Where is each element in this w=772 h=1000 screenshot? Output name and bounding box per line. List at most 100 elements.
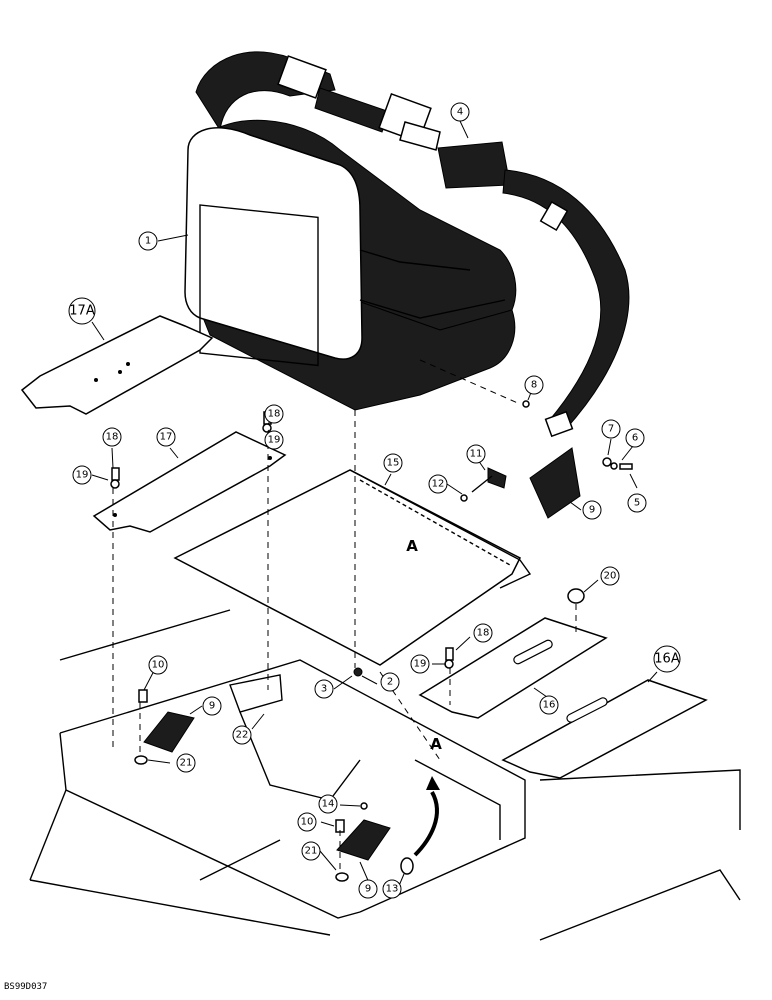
- callout-label: 18: [268, 409, 281, 420]
- callout-bubble: 9: [582, 500, 602, 520]
- callout-bubble: 3: [314, 679, 334, 699]
- callout-circle: [450, 102, 470, 122]
- callout-bubble: 6: [625, 428, 645, 448]
- callout-circle: [539, 695, 559, 715]
- callout-label: 9: [589, 505, 595, 516]
- callout-bubble: 20: [600, 566, 620, 586]
- callout-circle: [314, 679, 334, 699]
- callout-circle: [627, 493, 647, 513]
- callout-circle: [232, 725, 252, 745]
- plate-16-illustration: [418, 617, 608, 719]
- plate-17-illustration: [92, 431, 287, 533]
- callout-label: 17A: [69, 304, 95, 319]
- callout-bubble: 15: [383, 453, 403, 473]
- callout-label: 10: [301, 817, 314, 828]
- callout-circle: [264, 404, 284, 424]
- callout-bubble: 10: [148, 655, 168, 675]
- callout-circle: [264, 430, 284, 450]
- callout-bubble: 22: [232, 725, 252, 745]
- callout-bubble: 13: [382, 879, 402, 899]
- callout-circle: [68, 297, 96, 325]
- callout-label: 21: [305, 846, 318, 857]
- callout-circle: [102, 427, 122, 447]
- section-label: A: [430, 735, 442, 753]
- callout-circle: [72, 465, 92, 485]
- callout-circle: [383, 453, 403, 473]
- callout-bubble: 10: [297, 812, 317, 832]
- callout-label: 21: [180, 758, 193, 769]
- callout-bubble: 19: [410, 654, 430, 674]
- callout-label: 17: [160, 432, 173, 443]
- callout-bubble: 5: [627, 493, 647, 513]
- callout-bubble: 8: [524, 375, 544, 395]
- callout-bubble: 19: [72, 465, 92, 485]
- callout-label: 9: [209, 701, 215, 712]
- callout-label: 18: [106, 432, 119, 443]
- callout-label: 10: [152, 660, 165, 671]
- section-label-layer: AA: [406, 537, 442, 753]
- callout-circle: [318, 794, 338, 814]
- callout-bubble: 12: [428, 474, 448, 494]
- callout-circle: [358, 879, 378, 899]
- callout-bubble: 17: [156, 427, 176, 447]
- assembly-dashed-lines: [112, 359, 577, 872]
- callout-bubble: 9: [202, 696, 222, 716]
- callout-circle: [653, 645, 681, 673]
- seat-back-panel: [199, 204, 319, 367]
- callout-bubble: 1: [138, 231, 158, 251]
- callout-label: 6: [632, 433, 638, 444]
- callout-label: 8: [531, 380, 537, 391]
- seat-belt-illustration: [195, 51, 630, 438]
- callout-bubble: 14: [318, 794, 338, 814]
- callout-circle: [410, 654, 430, 674]
- callout-bubble: 21: [301, 841, 321, 861]
- callout-circle: [625, 428, 645, 448]
- callout-bubble: 18: [473, 623, 493, 643]
- callout-bubble: 11: [466, 444, 486, 464]
- figure-code: BS99D037: [4, 982, 48, 992]
- callout-circle: [156, 427, 176, 447]
- callout-bubble: 18: [102, 427, 122, 447]
- plate-16a-illustration: [501, 679, 708, 779]
- callout-label: 11: [470, 449, 483, 460]
- callout-circle: [428, 474, 448, 494]
- callout-bubble: 2: [380, 672, 400, 692]
- callout-label: 16: [543, 700, 556, 711]
- callout-circle: [202, 696, 222, 716]
- callout-label: 12: [432, 479, 445, 490]
- callout-label: 3: [321, 684, 327, 695]
- callout-circle: [380, 672, 400, 692]
- callout-circle: [582, 500, 602, 520]
- callout-bubble: 19: [264, 430, 284, 450]
- callout-bubble: 9: [358, 879, 378, 899]
- callout-circle: [176, 753, 196, 773]
- callout-label: 14: [322, 799, 335, 810]
- callout-circle: [601, 419, 621, 439]
- callout-label: 19: [76, 470, 89, 481]
- callout-bubble: 17A: [68, 297, 96, 325]
- callout-label: 9: [365, 884, 371, 895]
- callout-label: 19: [268, 435, 281, 446]
- callout-label: 19: [414, 659, 427, 670]
- callout-circle: [524, 375, 544, 395]
- callout-circle: [600, 566, 620, 586]
- callout-bubble: 21: [176, 753, 196, 773]
- callout-circle: [473, 623, 493, 643]
- callout-label: 22: [236, 730, 249, 741]
- callout-circle: [301, 841, 321, 861]
- callout-bubble: 4: [450, 102, 470, 122]
- callout-bubble: 16A: [653, 645, 681, 673]
- plate-17a-illustration: [20, 315, 214, 415]
- callout-label: 7: [608, 424, 614, 435]
- section-label: A: [406, 537, 418, 555]
- callout-bubble: 16: [539, 695, 559, 715]
- leader-lines: [91, 120, 658, 889]
- callout-label: 4: [457, 107, 463, 118]
- callout-label: 2: [387, 677, 393, 688]
- callout-circle: [138, 231, 158, 251]
- callout-circle: [466, 444, 486, 464]
- callout-circle: [297, 812, 317, 832]
- seat-pan-15-illustration: [173, 469, 532, 666]
